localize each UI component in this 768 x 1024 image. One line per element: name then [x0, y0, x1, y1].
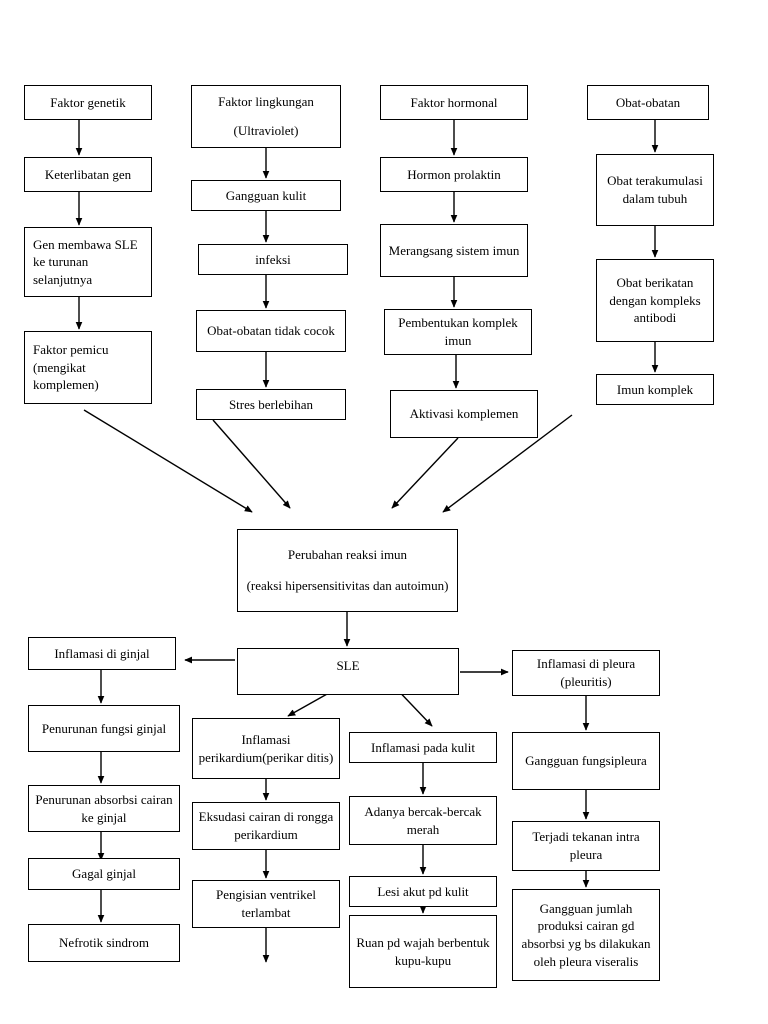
- node-inflamasi-perikardium[interactable]: Inflamasi perikardium(perikar ditis): [192, 718, 340, 779]
- node-inflamasi-di-pleura[interactable]: Inflamasi di pleura (pleuritis): [512, 650, 660, 696]
- node-penurunan-fungsi-ginjal[interactable]: Penurunan fungsi ginjal: [28, 705, 180, 752]
- node-aktivasi-komplemen[interactable]: Aktivasi komplemen: [390, 390, 538, 438]
- edge-aktivasi-perubahan: [391, 437, 459, 509]
- edge-stres-perubahan: [212, 419, 291, 509]
- node-label: Lesi akut pd kulit: [377, 883, 469, 899]
- node-label: Gangguan fungsipleura: [525, 753, 647, 769]
- node-penurunan-absorbsi-cairan[interactable]: Penurunan absorbsi cairan ke ginjal: [28, 785, 180, 832]
- node-label: Faktor pemicu (mengikat komplemen): [33, 342, 109, 393]
- node-label: Keterlibatan gen: [44, 166, 132, 182]
- node-hormon-prolaktin[interactable]: Hormon prolaktin: [380, 157, 528, 192]
- node-label-line2: (reaksi hipersensitivitas dan autoimun): [246, 578, 449, 593]
- node-ruan-pd-wajah-kupu-kupu[interactable]: Ruan pd wajah berbentuk kupu-kupu: [349, 915, 497, 988]
- node-label: Obat-obatan tidak cocok: [207, 323, 335, 339]
- node-label: Faktor genetik: [50, 94, 126, 110]
- node-label: SLE: [336, 658, 360, 673]
- node-obat-berikatan-kompleks-antibodi[interactable]: Obat berikatan dengan kompleks antibodi: [596, 259, 714, 342]
- node-label: Obat berikatan dengan kompleks antibodi: [609, 275, 701, 326]
- node-inflamasi-pada-kulit[interactable]: Inflamasi pada kulit: [349, 732, 497, 763]
- node-perubahan-reaksi-imun[interactable]: Perubahan reaksi imun (reaksi hipersensi…: [237, 529, 458, 612]
- node-label: Imun komplek: [616, 381, 694, 397]
- node-label: Inflamasi di pleura (pleuritis): [536, 656, 636, 689]
- node-faktor-pemicu[interactable]: Faktor pemicu (mengikat komplemen): [24, 331, 152, 404]
- node-gangguan-jumlah-produksi-cairan[interactable]: Gangguan jumlah produksi cairan gd absor…: [512, 889, 660, 981]
- node-imun-komplek[interactable]: Imun komplek: [596, 374, 714, 405]
- node-label: Gangguan jumlah produksi cairan gd absor…: [521, 900, 651, 969]
- node-terjadi-tekanan-intra-pleura[interactable]: Terjadi tekanan intra pleura: [512, 821, 660, 871]
- node-label: Obat-obatan: [615, 94, 681, 110]
- node-pembentukan-komplek-imun[interactable]: Pembentukan komplek imun: [384, 309, 532, 355]
- node-label: Adanya bercak-bercak merah: [364, 803, 482, 837]
- node-stres-berlebihan[interactable]: Stres berlebihan: [196, 389, 346, 420]
- node-label: Stres berlebihan: [228, 396, 314, 412]
- node-obat-obatan-tidak-cocok[interactable]: Obat-obatan tidak cocok: [196, 310, 346, 352]
- node-label-line1: Perubahan reaksi imun: [287, 547, 408, 563]
- node-adanya-bercak-merah[interactable]: Adanya bercak-bercak merah: [349, 796, 497, 845]
- node-label: Inflamasi perikardium(perikar ditis): [198, 731, 334, 765]
- node-label: Penurunan absorbsi cairan ke ginjal: [35, 791, 173, 825]
- node-label: Terjadi tekanan intra pleura: [532, 829, 640, 862]
- node-sle[interactable]: SLE: [237, 648, 459, 695]
- node-label-line2: (Ultraviolet): [233, 123, 299, 138]
- node-faktor-hormonal[interactable]: Faktor hormonal: [380, 85, 528, 120]
- node-inflamasi-di-ginjal[interactable]: Inflamasi di ginjal: [28, 637, 176, 670]
- node-infeksi[interactable]: infeksi: [198, 244, 348, 275]
- node-lesi-akut-pd-kulit[interactable]: Lesi akut pd kulit: [349, 876, 497, 907]
- node-label: Hormon prolaktin: [407, 166, 501, 182]
- node-label: Aktivasi komplemen: [409, 406, 519, 422]
- node-label: Nefrotik sindrom: [59, 935, 149, 951]
- node-nefrotik-sindrom[interactable]: Nefrotik sindrom: [28, 924, 180, 962]
- node-gangguan-kulit[interactable]: Gangguan kulit: [191, 180, 341, 211]
- node-obat-terakumulasi[interactable]: Obat terakumulasi dalam tubuh: [596, 154, 714, 226]
- node-label: Inflamasi di ginjal: [54, 645, 150, 661]
- node-faktor-lingkungan[interactable]: Faktor lingkungan (Ultraviolet): [191, 85, 341, 148]
- node-label: Ruan pd wajah berbentuk kupu-kupu: [356, 934, 490, 968]
- node-label: Gagal ginjal: [72, 866, 136, 882]
- node-label: Pembentukan komplek imun: [398, 315, 518, 348]
- node-pengisian-ventrikel-terlambat[interactable]: Pengisian ventrikel terlambat: [192, 880, 340, 928]
- node-label: Merangsang sistem imun: [388, 242, 520, 258]
- node-label: infeksi: [255, 251, 291, 267]
- node-obat-obatan[interactable]: Obat-obatan: [587, 85, 709, 120]
- node-label: Pengisian ventrikel terlambat: [215, 887, 316, 920]
- node-label: Obat terakumulasi dalam tubuh: [607, 173, 703, 206]
- node-gangguan-fungsipleura[interactable]: Gangguan fungsipleura: [512, 732, 660, 790]
- node-label: Eksudasi cairan di rongga perikardium: [198, 809, 334, 842]
- node-faktor-genetik[interactable]: Faktor genetik: [24, 85, 152, 120]
- node-label: Gangguan kulit: [225, 187, 307, 203]
- node-gagal-ginjal[interactable]: Gagal ginjal: [28, 858, 180, 890]
- node-label: Faktor hormonal: [410, 94, 498, 110]
- edge-pemicu-perubahan: [83, 409, 253, 513]
- node-merangsang-sistem-imun[interactable]: Merangsang sistem imun: [380, 224, 528, 277]
- node-keterlibatan-gen[interactable]: Keterlibatan gen: [24, 157, 152, 192]
- node-label: Penurunan fungsi ginjal: [41, 720, 167, 736]
- node-eksudasi-cairan-rongga-perikardium[interactable]: Eksudasi cairan di rongga perikardium: [192, 802, 340, 850]
- node-label: Inflamasi pada kulit: [371, 739, 475, 755]
- node-gen-membawa-sle[interactable]: Gen membawa SLE ke turunan selanjutnya: [24, 227, 152, 297]
- node-label: Gen membawa SLE ke turunan selanjutnya: [33, 236, 138, 287]
- node-label-line1: Faktor lingkungan: [218, 94, 314, 110]
